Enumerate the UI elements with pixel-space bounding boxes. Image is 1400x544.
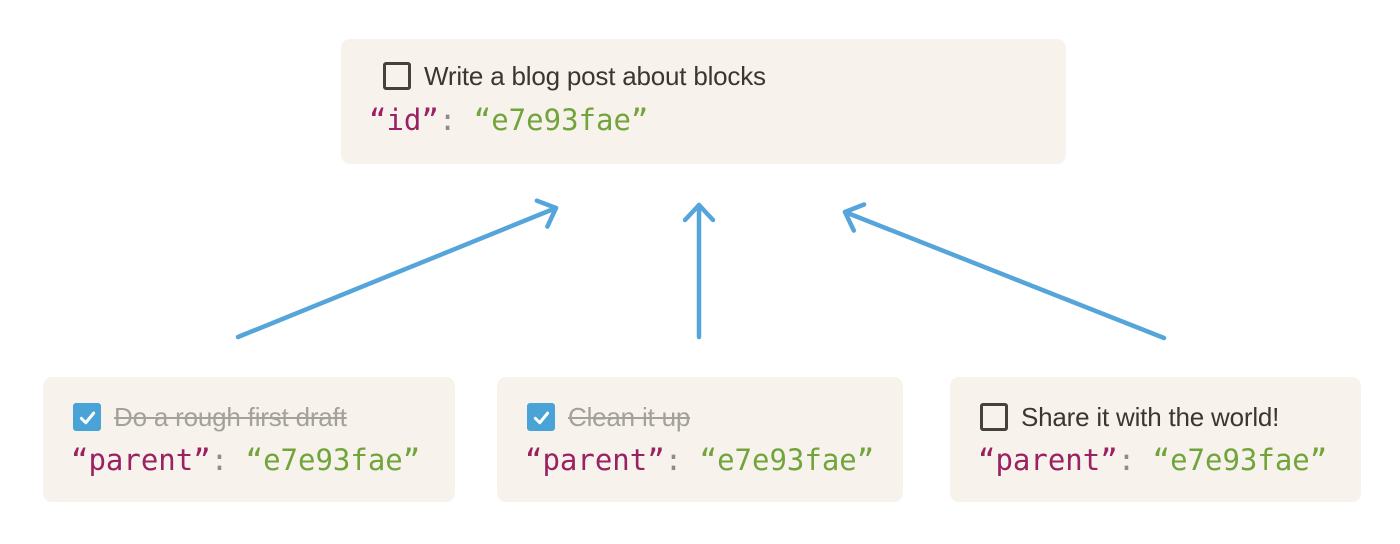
code-value: “e7e93fae” — [473, 103, 649, 137]
todo-checkbox[interactable] — [980, 403, 1008, 431]
todo-checkbox[interactable] — [527, 403, 555, 431]
code-key: “parent” — [978, 443, 1118, 477]
code-value: “e7e93fae” — [699, 443, 875, 477]
code-line: “id”: “e7e93fae” — [369, 103, 1046, 137]
parent-link-arrow — [842, 202, 1167, 341]
todo-checkbox[interactable] — [73, 403, 101, 431]
code-key: “id” — [369, 103, 439, 137]
code-colon: : — [438, 103, 474, 137]
child-task-card: Do a rough first draft “parent”: “e7e93f… — [43, 377, 455, 502]
check-icon — [533, 411, 549, 424]
child-task-card: Share it with the world! “parent”: “e7e9… — [950, 377, 1361, 502]
todo-row: Write a blog post about blocks — [383, 60, 1046, 91]
code-key: “parent” — [525, 443, 665, 477]
parent-link-arrow — [235, 198, 559, 340]
todo-row: Share it with the world! — [980, 401, 1341, 432]
code-line: “parent”: “e7e93fae” — [71, 443, 435, 477]
todo-title: Share it with the world! — [1021, 401, 1280, 432]
code-value: “e7e93fae” — [1152, 443, 1328, 477]
check-icon — [79, 411, 95, 424]
child-task-card: Clean it up “parent”: “e7e93fae” — [497, 377, 903, 502]
code-line: “parent”: “e7e93fae” — [525, 443, 883, 477]
code-colon: : — [664, 443, 700, 477]
todo-row: Clean it up — [527, 401, 883, 432]
code-colon: : — [1117, 443, 1153, 477]
parent-task-card: Write a blog post about blocks “id”: “e7… — [341, 39, 1066, 164]
code-key: “parent” — [71, 443, 211, 477]
todo-checkbox[interactable] — [383, 62, 411, 90]
todo-title: Do a rough first draft — [114, 401, 347, 432]
todo-row: Do a rough first draft — [73, 401, 435, 432]
todo-title: Write a blog post about blocks — [424, 60, 766, 91]
todo-title: Clean it up — [568, 401, 691, 432]
code-colon: : — [210, 443, 246, 477]
code-value: “e7e93fae” — [245, 443, 421, 477]
code-line: “parent”: “e7e93fae” — [978, 443, 1341, 477]
